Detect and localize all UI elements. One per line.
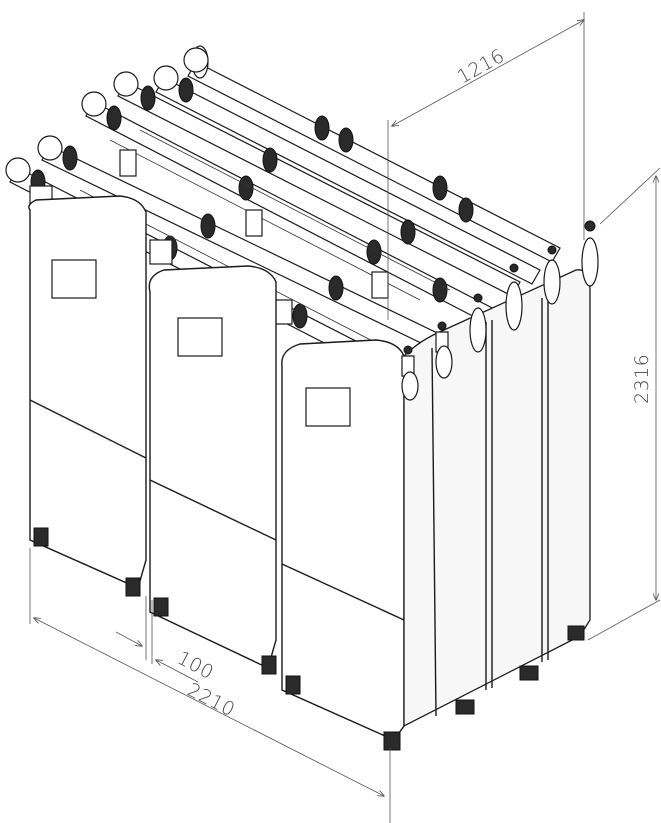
dimension-height: 2316	[587, 167, 661, 641]
width-dimension-label: 2210	[184, 679, 239, 721]
valve-assemblies	[401, 220, 599, 401]
height-dimension-label: 2316	[631, 354, 653, 404]
boiler-unit-2	[148, 265, 277, 675]
gap-dimension-label: 100	[174, 647, 218, 684]
valve-group-5	[543, 245, 561, 305]
valve-group-2	[435, 321, 453, 379]
valve-group-1	[401, 345, 419, 401]
header-pipe-4	[81, 91, 501, 327]
valve-group-4	[505, 263, 523, 331]
valve-group-3	[469, 293, 487, 353]
depth-dimension-label: 1216	[454, 45, 509, 89]
boiler-unit-1	[28, 195, 147, 597]
valve-group-6	[581, 220, 599, 287]
header-pipe-2	[153, 65, 541, 285]
boiler-unit-3	[281, 339, 405, 751]
side-panels	[403, 269, 591, 728]
